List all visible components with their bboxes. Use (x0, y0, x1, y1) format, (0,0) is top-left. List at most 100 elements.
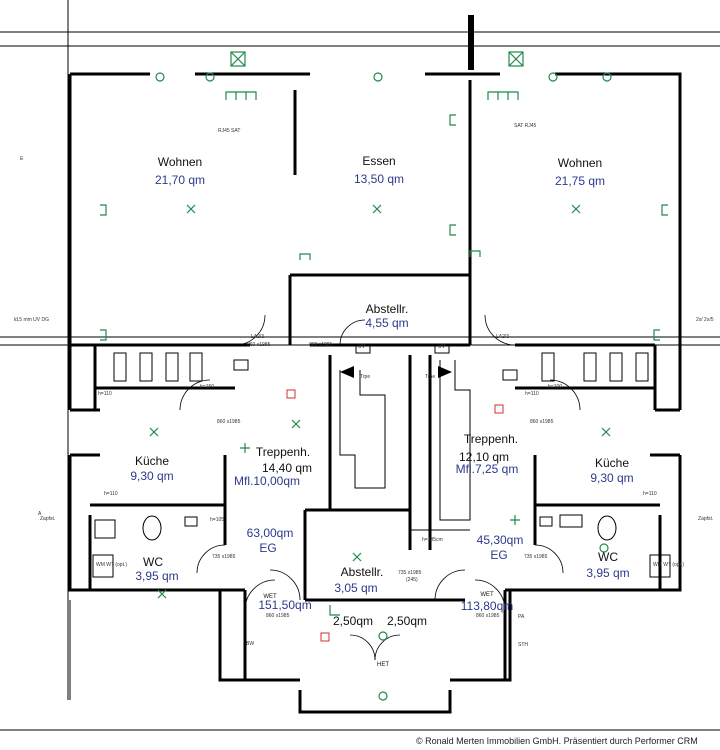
ceiling-light-icon (186, 204, 196, 214)
annotation: PA (518, 614, 525, 620)
room-area: 2,50qm (387, 614, 427, 628)
interior-walls (70, 80, 680, 680)
annotation: h=135cm (422, 537, 443, 543)
room-name: Treppenh. (256, 445, 310, 459)
light-icon (378, 631, 388, 641)
sanitary (92, 514, 671, 578)
fire-alarm-icon (494, 404, 504, 414)
annotation: h=100 (548, 384, 562, 390)
room-area: 12,10 qm (459, 450, 509, 464)
room-name: Treppenh. (464, 432, 518, 446)
ceiling-light-icon (372, 204, 382, 214)
annotation: (245) (406, 577, 418, 583)
panel-icon (502, 369, 518, 381)
room-name: WET (480, 592, 494, 598)
room-area: 151,50qm (258, 598, 311, 612)
room-area: 9,30 qm (130, 469, 173, 483)
switch-icon (373, 72, 383, 82)
room-area: 45,30qm (477, 533, 524, 547)
annotation: 860 x1985 (266, 613, 290, 619)
switch-icon (205, 72, 215, 82)
room-name: Küche (135, 454, 169, 468)
annotation: Trpe (425, 374, 435, 380)
copyright-notice: © Ronald Merten Immobilien GmbH. Präsent… (416, 736, 698, 746)
multi-socket-icon (225, 91, 257, 100)
room-name: Abstellr. (366, 302, 409, 316)
annotation: WM WT (opt.) (96, 562, 127, 568)
switch-block-icon (635, 352, 649, 382)
annotation: h=110 (525, 391, 539, 397)
switch-block-icon (113, 352, 127, 382)
outlet-icon (240, 443, 250, 453)
annotation: Trpe (360, 374, 370, 380)
room-name: Wohnen (158, 155, 202, 169)
switch-icon (155, 72, 165, 82)
room-area: 63,00qm (247, 526, 294, 540)
socket-icon (661, 204, 668, 216)
socket-icon (653, 329, 660, 341)
vent-icon (508, 51, 524, 67)
panel-icon (355, 344, 371, 354)
socket-icon (299, 253, 311, 260)
ceiling-light-icon (149, 427, 159, 437)
ceiling-light-icon (291, 419, 301, 429)
exterior-walls (68, 72, 682, 714)
socket-block-icon (539, 516, 553, 527)
annotation: 735 x1985 (212, 554, 236, 560)
switch-block-icon (189, 352, 203, 382)
room-label: EG (259, 541, 276, 555)
annotation: A (38, 511, 42, 517)
annotation: 860 x1985 (217, 419, 241, 425)
annotation: 860 x1985 (476, 613, 500, 619)
outlet-icon (510, 515, 520, 525)
switch-icon (548, 72, 558, 82)
switch-icon (599, 543, 609, 553)
annotation: WM WT (opt.) (653, 562, 684, 568)
annotation: LA2/3 (251, 334, 264, 340)
annotation: 860 x1985 (247, 342, 271, 348)
annotation: UV (358, 344, 366, 350)
room-area: 13,50 qm (354, 172, 404, 186)
annotation: 860 x1985 (530, 419, 554, 425)
switch-block-icon (609, 352, 623, 382)
socket-icon (100, 204, 107, 216)
room-area: 113,80qm (461, 599, 513, 613)
electrical-symbols (100, 51, 668, 701)
multi-socket-icon (487, 91, 519, 100)
annotation: 2x/ 2x/5 (696, 317, 714, 323)
arrow-icon (438, 366, 452, 378)
annotation: 860 x1985 (309, 342, 333, 348)
room-mfl: Mfl.10,00qm (234, 474, 300, 488)
panel-icon (233, 359, 249, 371)
annotation: h=110 (98, 391, 112, 397)
switch-block-icon (541, 352, 555, 382)
ceiling-light-icon (601, 427, 611, 437)
socket-block-icon (184, 516, 198, 527)
annotation: h=105 (210, 517, 224, 523)
fire-alarm-icon (320, 632, 330, 642)
switch-block-icon (583, 352, 597, 382)
staircase (339, 360, 471, 531)
socket-icon (449, 114, 456, 126)
room-area: 3,05 qm (334, 581, 377, 595)
switch-block-icon (139, 352, 153, 382)
socket-icon (449, 224, 456, 236)
black-marker (468, 15, 474, 70)
room-area: 3,95 qm (135, 569, 178, 583)
room-name: Wohnen (558, 156, 602, 170)
room-area: 21,75 qm (555, 174, 605, 188)
arrow-icon (340, 366, 354, 378)
room-name: Küche (595, 456, 629, 470)
annotation: 735 x1985 (524, 554, 548, 560)
panel-icon (434, 344, 450, 354)
room-area: 4,55 qm (365, 316, 408, 330)
room-label: EG (490, 548, 507, 562)
room-name: WET (263, 594, 277, 600)
light-icon (378, 691, 388, 701)
ground-icon (329, 605, 340, 616)
room-name: Abstellr. (341, 565, 384, 579)
annotation: UV (438, 344, 446, 350)
annotation: h=110 (104, 491, 118, 497)
annotation: BW (246, 641, 254, 647)
